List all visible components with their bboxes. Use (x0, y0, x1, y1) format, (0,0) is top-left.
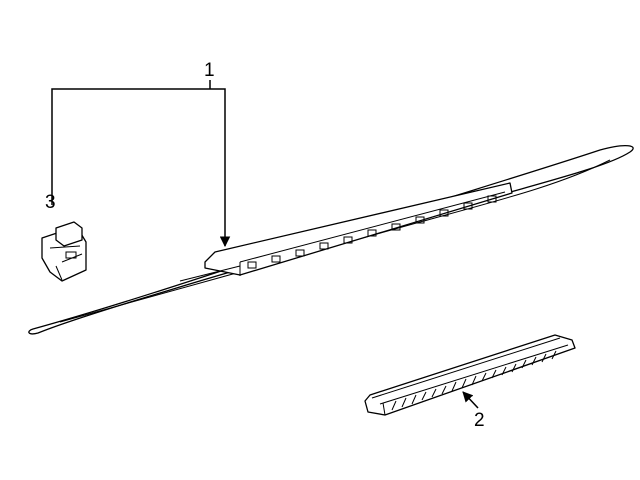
lamp-segment-row (247, 195, 497, 269)
callout-label-2: 2 (474, 410, 485, 431)
callout-label-1: 1 (204, 60, 215, 81)
callout-1-leader (51, 80, 231, 248)
spoiler-lamp-assembly-icon (28, 145, 634, 335)
callout-2-leader (462, 391, 479, 409)
lamp-lens-strip-icon (364, 334, 576, 416)
callout-label-3: 3 (45, 192, 56, 213)
mounting-bracket-icon (41, 221, 87, 282)
